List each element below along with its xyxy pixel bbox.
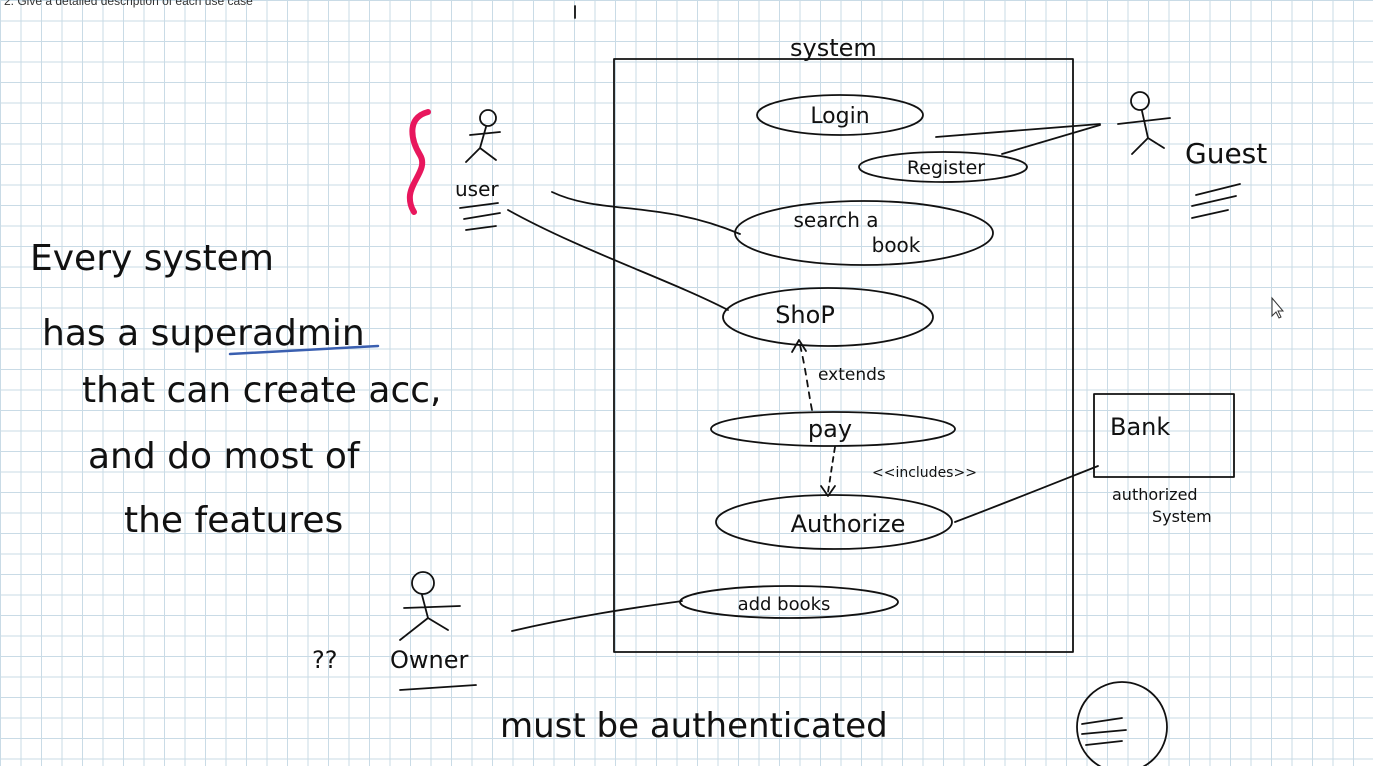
guest-stick-figure-head [1130,91,1150,111]
use-case-authorize-label: Authorize [791,510,906,538]
mouse-cursor-icon [1271,296,1285,319]
includes-arrow [827,446,836,493]
user-label: user [455,177,499,201]
use-case-add-books[interactable]: add books [679,585,899,619]
assoc-bank-authorize [954,465,1099,523]
includes-label: <<includes>> [872,465,977,481]
actor-bank[interactable]: Bank authorized System [1093,393,1235,526]
equivalence-marks [1081,717,1127,746]
system-boundary [613,58,1074,653]
use-case-search-label-1: search a [793,208,878,232]
extends-label: extends [818,365,886,385]
assoc-user-search [551,191,741,235]
bank-box [1093,393,1235,478]
actor-owner[interactable]: ?? Owner [312,571,477,691]
use-case-shop[interactable]: ShoP [722,287,934,347]
includes-arrowhead [820,485,836,497]
use-case-pay[interactable]: pay [710,411,956,447]
note-line-1: Every system [30,238,274,279]
note-line-2: has a superadmin [42,313,365,354]
note-line-5: the features [124,500,343,541]
owner-label: Owner [390,646,468,674]
guest-stick-figure-body [1117,110,1171,155]
assoc-guest-register [1001,124,1101,155]
system-label: system [790,34,877,62]
superadmin-underline [228,344,380,356]
note-line-4: and do most of [88,436,361,477]
owner-stick-figure-body [399,594,461,641]
assoc-owner-addbooks [511,600,683,632]
use-case-login[interactable]: Login [756,94,924,136]
assoc-guest-login [935,123,1101,138]
use-case-authorize[interactable]: Authorize [715,494,953,550]
use-case-pay-label: pay [808,415,852,443]
extends-arrow [799,344,813,411]
user-underline [459,202,501,231]
highlight-brace [406,109,431,215]
note-line-3: that can create acc, [82,370,441,411]
user-stick-figure-head [479,109,497,127]
use-case-search-book[interactable]: search a book [734,200,994,266]
use-case-search-label-2: book [872,233,921,257]
assignment-prompt: 2. Give a detailed description of each u… [4,0,253,8]
user-stick-figure-body [465,126,501,163]
use-case-register-label: Register [907,157,985,179]
owner-underline [399,684,477,691]
equivalence-circle [1076,681,1168,766]
use-case-add-books-label: add books [738,594,831,615]
guest-label: Guest [1185,137,1267,170]
guest-underline [1191,183,1241,219]
superadmin-note: Every system has a superadmin that can c… [30,238,441,541]
actor-guest[interactable]: Guest [1117,91,1267,219]
use-case-shop-label: ShoP [775,301,835,329]
owner-prefix: ?? [312,646,337,674]
use-case-login-label: Login [810,104,869,129]
bank-note-2: System [1152,507,1212,526]
use-case-register[interactable]: Register [858,151,1028,183]
bank-note-1: authorized [1112,485,1198,504]
assoc-user-shop [507,209,729,311]
extends-arrowhead [791,339,807,353]
actor-user[interactable]: user [406,109,501,231]
authenticated-note: must be authenticated [500,706,888,746]
bank-label: Bank [1110,413,1170,441]
owner-stick-figure-head [411,571,435,595]
